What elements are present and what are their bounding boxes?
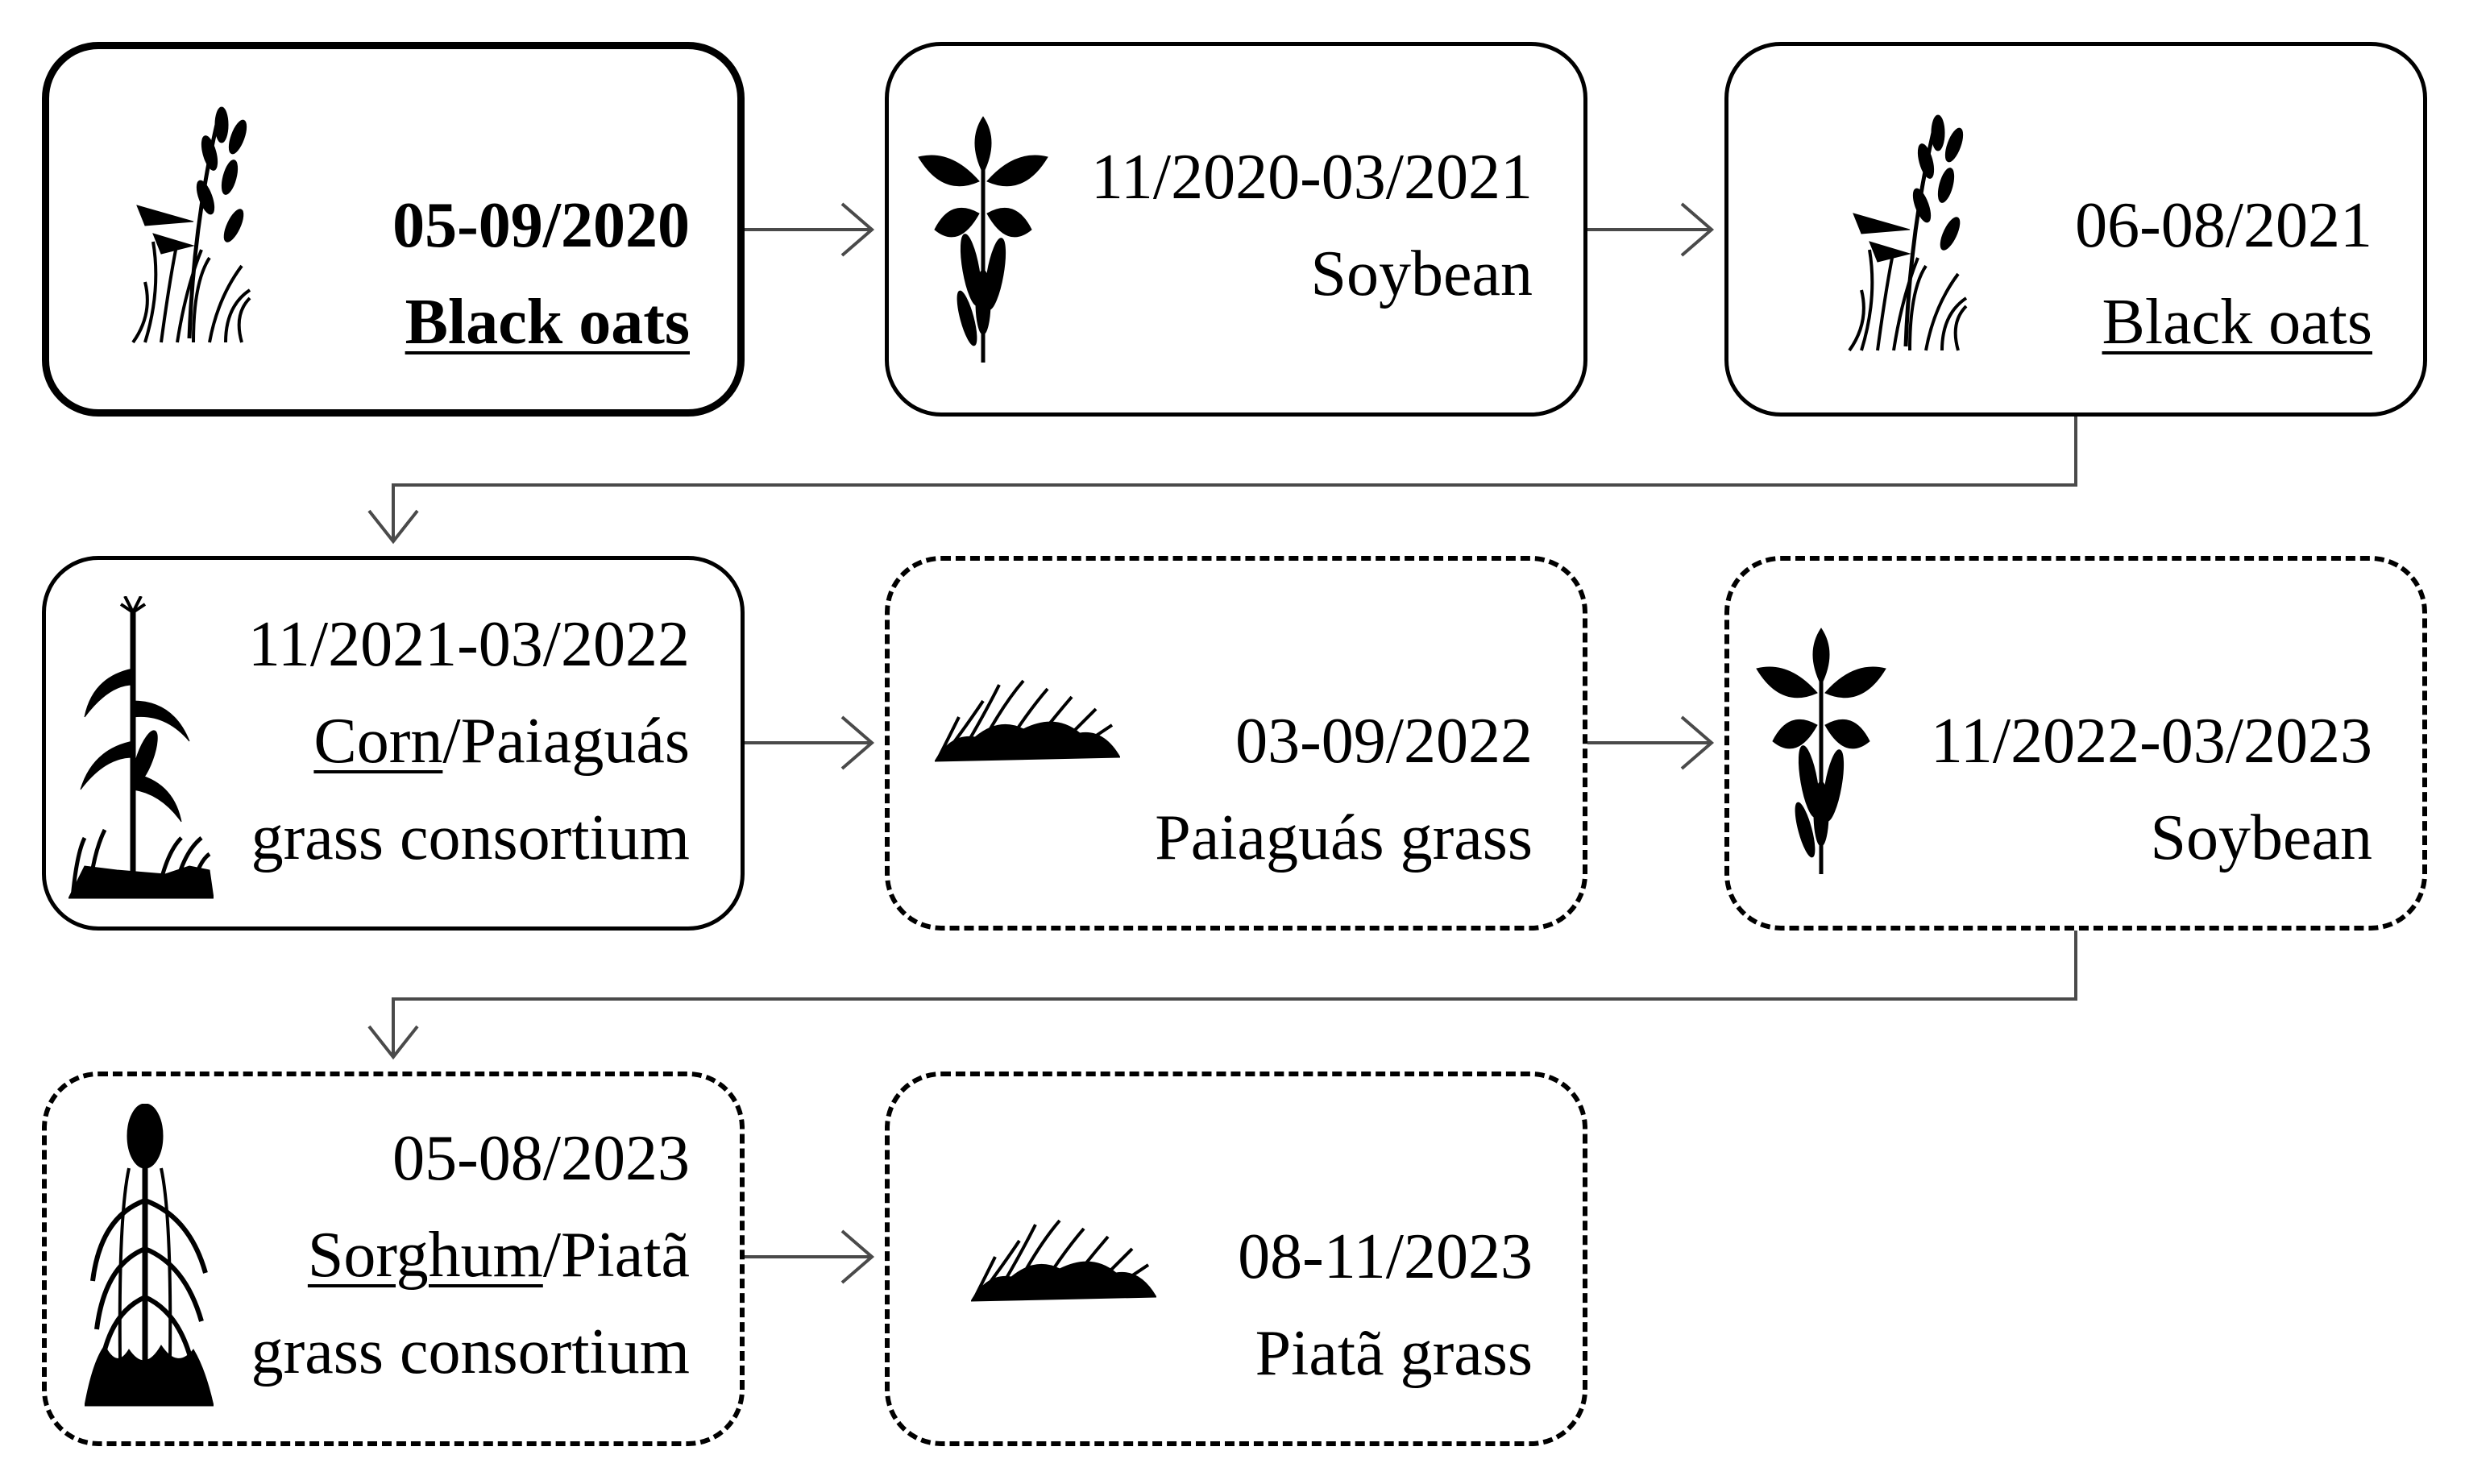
stage-period: 06-08/2021 (2075, 190, 2372, 261)
stage-period: 11/2020-03/2021 (1090, 142, 1533, 213)
stage-crop: Sorghum/Piatã (307, 1220, 690, 1291)
stage-crop: Soybean (1310, 238, 1533, 309)
stage-period: 08-11/2023 (1238, 1221, 1533, 1292)
stage-crop: Soybean (2150, 802, 2372, 873)
stage-crop: Piatã grass (1255, 1318, 1533, 1389)
stage-period: 11/2021-03/2022 (247, 609, 690, 680)
sorghum-plant-icon (85, 1104, 214, 1407)
oat-plant-icon (1848, 114, 1968, 352)
grass-tuft-icon (935, 679, 1120, 762)
stage-period: 11/2022-03/2023 (1930, 706, 2372, 777)
soybean-plant-icon (918, 116, 1048, 363)
grass-tuft-icon (971, 1219, 1156, 1302)
stage-crop: Black oats (1724, 274, 2372, 371)
stage-crop: Black oats (42, 274, 690, 371)
stage-period: 05-08/2023 (392, 1123, 690, 1194)
underlined-crop: Corn (313, 706, 443, 777)
stage-period: 05-09/2020 (392, 190, 690, 261)
soybean-plant-icon (1756, 628, 1886, 874)
oat-plant-icon (131, 106, 251, 344)
stage-box (1724, 42, 2427, 417)
stage-crop: grass consortium (251, 802, 690, 873)
underlined-crop: Black oats (405, 287, 690, 358)
stage-crop: Paiaguás grass (1155, 802, 1533, 873)
stage-box (42, 42, 745, 417)
underlined-crop: Black oats (2102, 287, 2372, 358)
stage-crop: grass consortium (251, 1316, 690, 1387)
stage-box (42, 556, 745, 931)
stage-crop: Corn/Paiaguás (313, 706, 690, 777)
stage-period: 03-09/2022 (1235, 706, 1533, 777)
underlined-crop: Sorghum (307, 1220, 543, 1291)
corn-plant-icon (68, 596, 214, 899)
stage-box (885, 1072, 1587, 1446)
stage-box (1724, 556, 2427, 931)
